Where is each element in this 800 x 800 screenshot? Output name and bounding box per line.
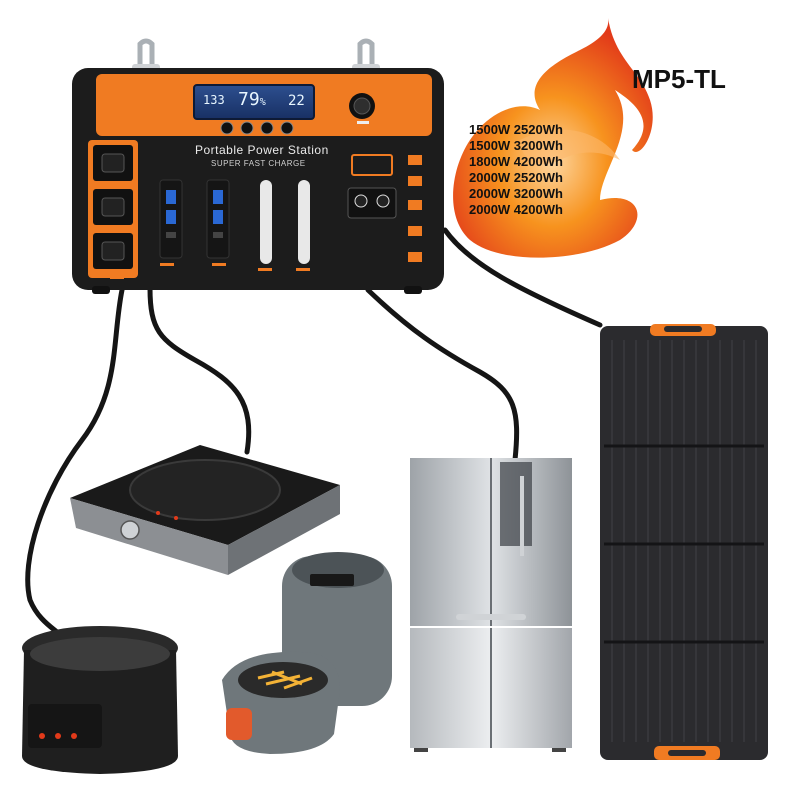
air-fryer-icon bbox=[222, 552, 392, 754]
display-right-value: 22 bbox=[288, 93, 305, 109]
spec-item: 1500W 2520Wh bbox=[469, 122, 563, 137]
station-title: Portable Power Station bbox=[195, 143, 329, 157]
display-battery-value: 79 bbox=[238, 89, 260, 110]
rice-cooker-icon bbox=[22, 626, 178, 774]
flame-icon bbox=[453, 18, 653, 258]
spec-item: 1500W 3200Wh bbox=[469, 138, 563, 153]
station-subtitle: SUPER FAST CHARGE bbox=[211, 159, 306, 168]
control-buttons bbox=[220, 121, 294, 135]
power-station-icon bbox=[72, 38, 444, 294]
display-battery-percent: 79% bbox=[238, 89, 266, 110]
refrigerator-icon bbox=[410, 458, 572, 752]
display-left-value: 133 bbox=[203, 93, 225, 107]
display-percent-sign: % bbox=[259, 97, 266, 108]
power-cables bbox=[25, 227, 603, 643]
solar-panel-icon bbox=[600, 324, 768, 760]
spec-item: 2000W 4200Wh bbox=[469, 202, 563, 217]
spec-item: 2000W 3200Wh bbox=[469, 186, 563, 201]
model-title: MP5-TL bbox=[632, 64, 726, 94]
spec-item: 1800W 4200Wh bbox=[469, 154, 563, 169]
spec-item: 2000W 2520Wh bbox=[469, 170, 563, 185]
induction-cooker-icon bbox=[70, 445, 340, 575]
